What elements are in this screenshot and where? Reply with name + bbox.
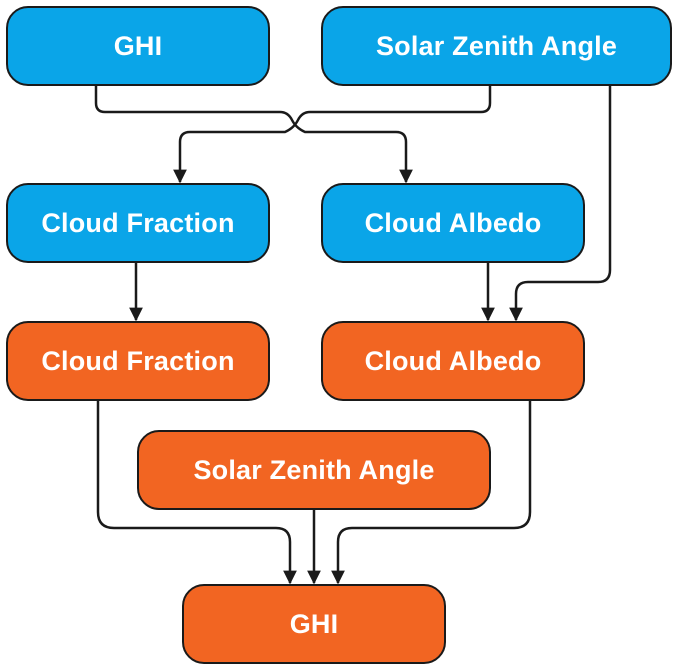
node-cloud-fraction-input: Cloud Fraction	[6, 183, 270, 263]
connector-cf-out-to-ghi	[96, 400, 297, 585]
node-label: Cloud Albedo	[364, 207, 542, 238]
node-label: Cloud Fraction	[41, 207, 235, 238]
node-cloud-fraction-output: Cloud Fraction	[6, 321, 270, 401]
node-label: Cloud Albedo	[364, 345, 542, 376]
connector-sza-to-cloud-fraction	[173, 85, 492, 184]
node-solar-zenith-angle-output: Solar Zenith Angle	[137, 430, 491, 510]
node-label: GHI	[289, 608, 339, 639]
node-cloud-albedo-output: Cloud Albedo	[321, 321, 585, 401]
connector-ca-out-to-ghi	[331, 400, 532, 585]
node-label: Solar Zenith Angle	[193, 454, 435, 485]
node-ghi-input: GHI	[6, 6, 270, 86]
node-cloud-albedo-input: Cloud Albedo	[321, 183, 585, 263]
node-label: GHI	[113, 30, 163, 61]
node-label: Solar Zenith Angle	[375, 30, 618, 61]
node-label: Cloud Fraction	[41, 345, 235, 376]
connector-ghi-to-cloud-albedo	[94, 85, 413, 184]
connector-sza-to-cloud-albedo-out	[509, 85, 612, 322]
node-solar-zenith-angle-input: Solar Zenith Angle	[321, 6, 672, 86]
node-ghi-output: GHI	[182, 584, 446, 664]
